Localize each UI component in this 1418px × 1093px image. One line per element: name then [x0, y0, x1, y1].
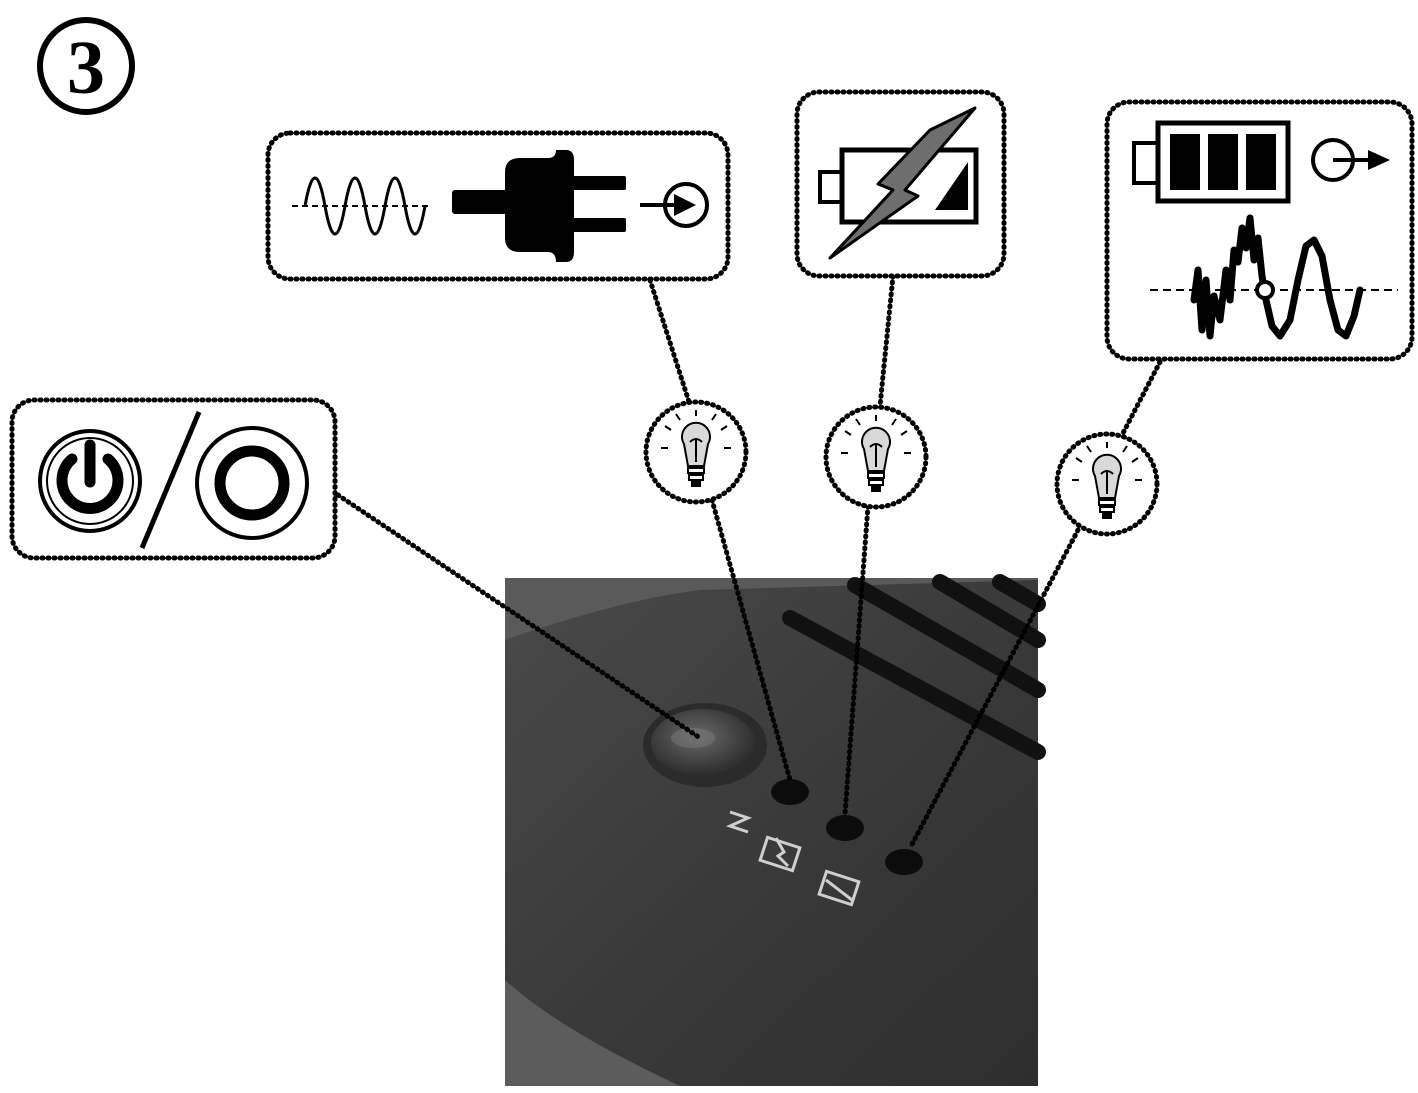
slash-separator — [139, 411, 202, 549]
panel-glyph-battery — [817, 869, 861, 907]
step-number-badge: 3 — [37, 17, 135, 115]
led-battery — [885, 849, 923, 875]
panel-glyph-charge — [758, 835, 802, 873]
distorted-waveform-icon — [1150, 214, 1398, 340]
callout-battery-mode-led — [1104, 99, 1415, 362]
light-bulb-indicator-mains — [643, 399, 749, 505]
off-circle-icon — [195, 426, 309, 540]
ac-sine-wave-icon — [292, 176, 432, 236]
power-button[interactable] — [643, 703, 767, 787]
light-bulb-icon — [841, 415, 911, 492]
battery-charging-icon — [818, 106, 979, 260]
power-plug-icon — [452, 150, 626, 262]
output-arrow-icon — [1311, 138, 1390, 182]
light-bulb-indicator-charging — [823, 404, 929, 510]
led-charging — [826, 815, 864, 841]
ups-device-panel — [505, 574, 1046, 1086]
callout-power-switch — [9, 397, 338, 561]
callout-mains-led — [265, 130, 731, 282]
callout-charging-led — [794, 89, 1007, 279]
led-mains — [771, 779, 809, 805]
battery-full-icon — [1132, 120, 1291, 204]
leader-lines — [335, 273, 1163, 851]
power-standby-icon — [38, 429, 142, 533]
panel-glyph-mains — [725, 810, 753, 834]
output-arrow-icon — [640, 182, 709, 228]
light-bulb-icon — [661, 410, 731, 487]
light-bulb-indicator-battery — [1054, 431, 1160, 537]
step-number: 3 — [67, 26, 105, 110]
vent-slots — [782, 574, 1046, 760]
light-bulb-icon — [1072, 442, 1142, 519]
